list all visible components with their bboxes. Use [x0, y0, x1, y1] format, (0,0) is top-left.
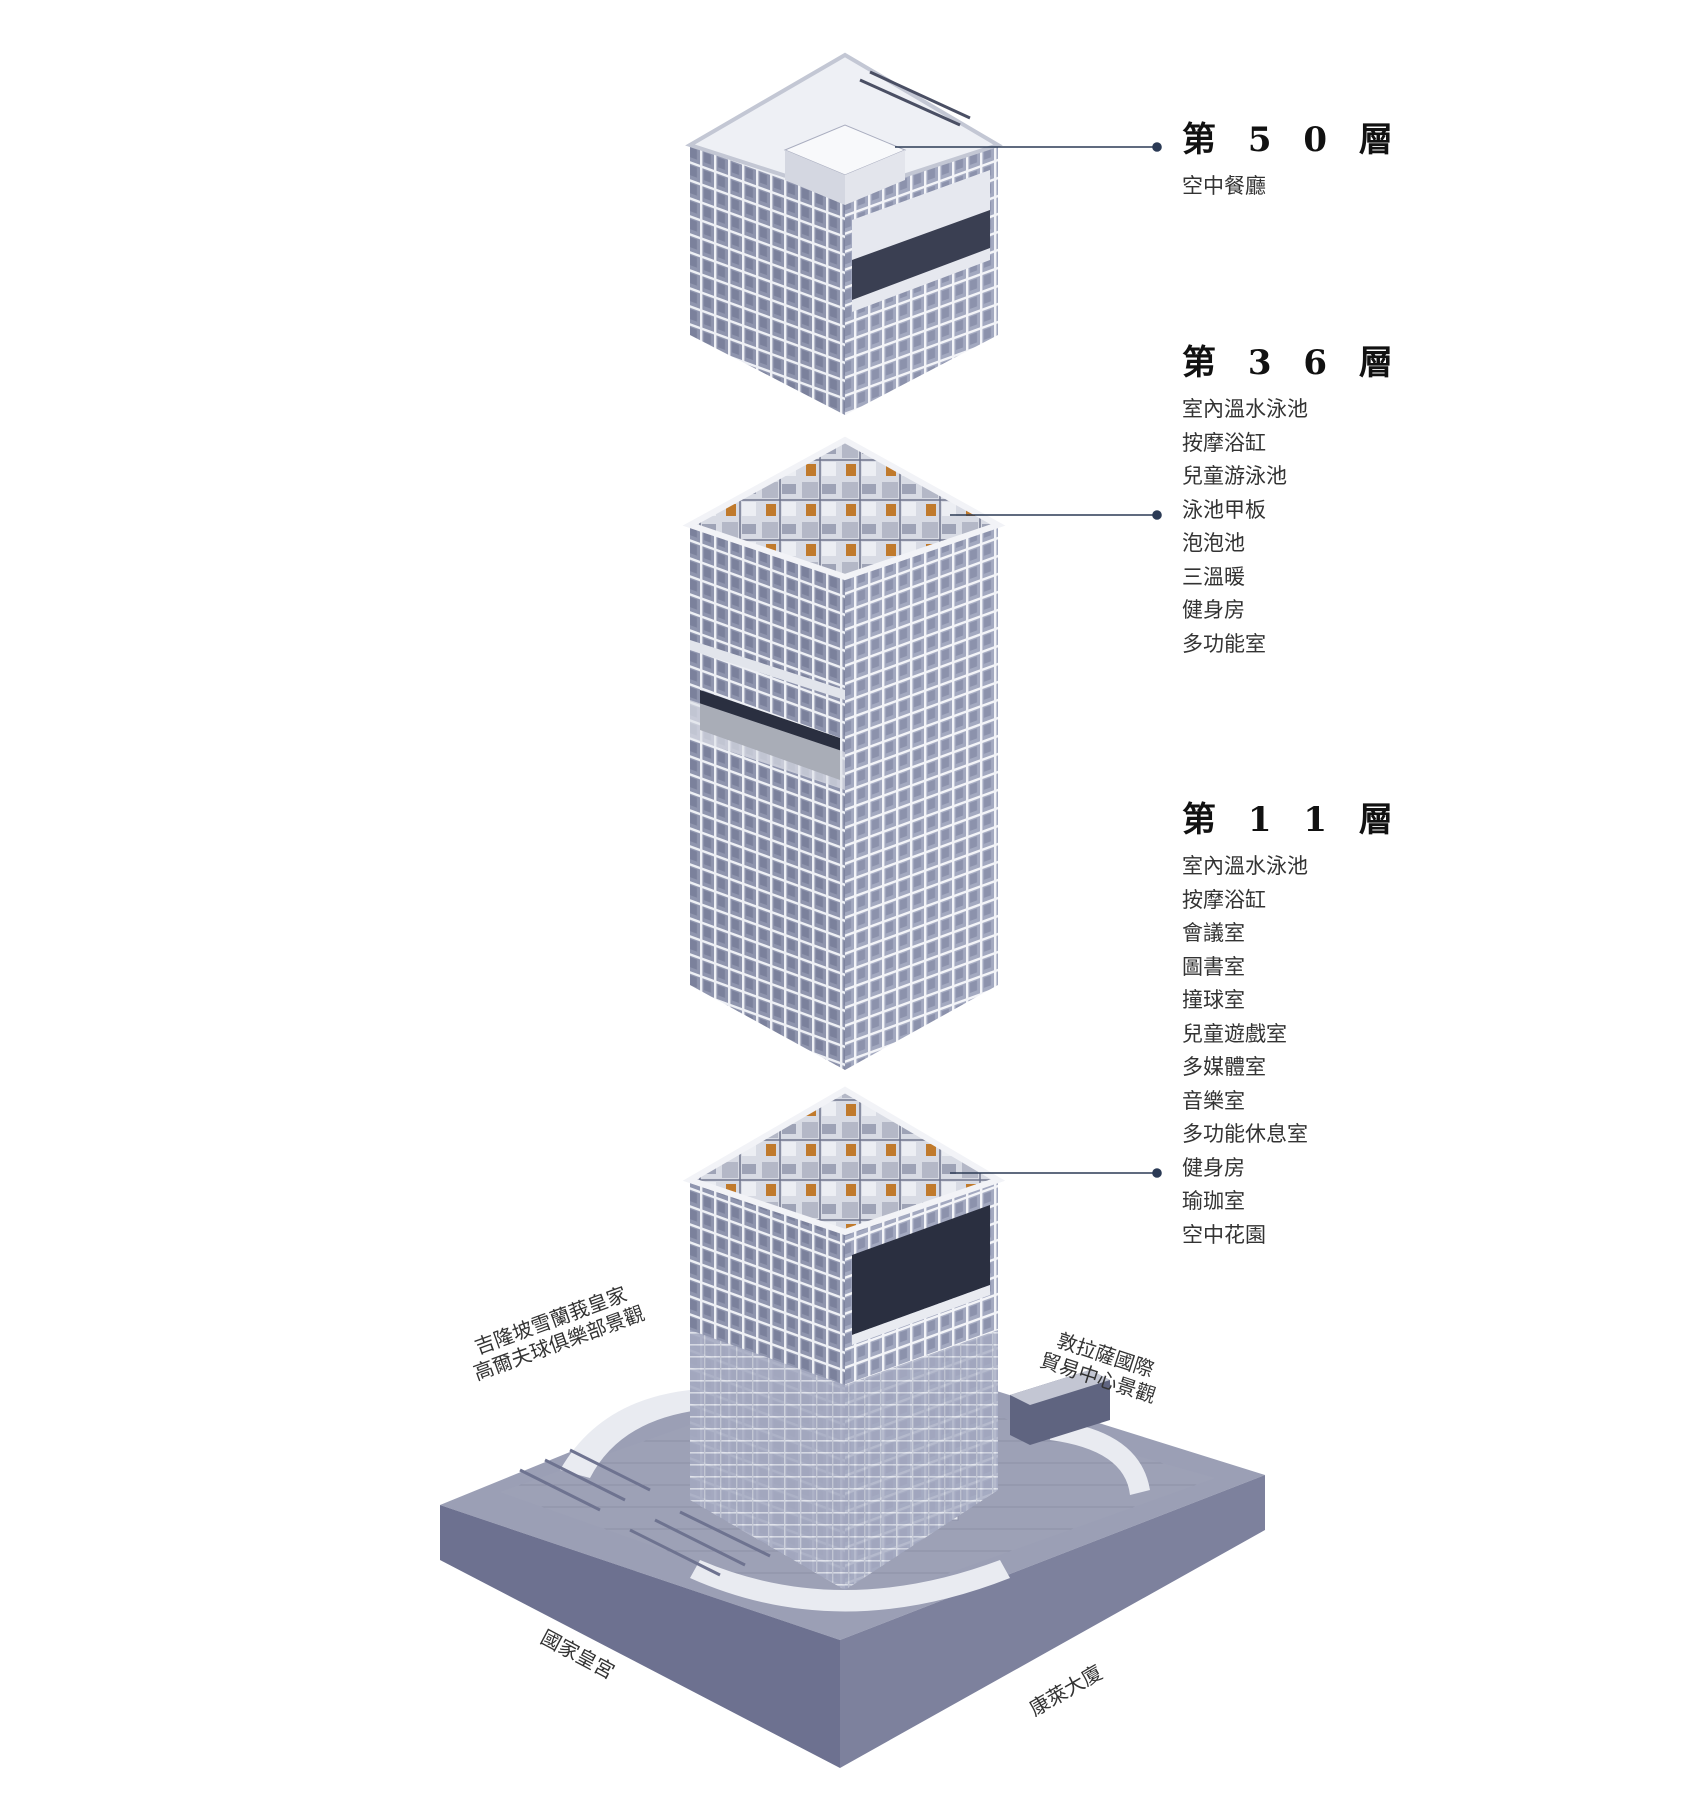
- floor-50-title: 第 5 0 層: [1182, 120, 1403, 160]
- rooftop-box-left: [785, 150, 845, 205]
- tower-middle-block: [682, 436, 1006, 1070]
- top-left-face: [690, 145, 845, 415]
- amenity-item: 撞球室: [1182, 988, 1245, 1012]
- amenity-item: 空中花園: [1182, 1222, 1266, 1247]
- amenity-item: 泡泡池: [1182, 531, 1245, 555]
- amenity-item: 兒童遊戲室: [1182, 1021, 1287, 1046]
- amenity-item: 瑜珈室: [1182, 1189, 1245, 1213]
- leader-dot-36: [1152, 510, 1162, 520]
- amenity-item: 健身房: [1182, 1155, 1245, 1180]
- sky-garden-void: [852, 1205, 990, 1335]
- driveway-front: [690, 1560, 1010, 1612]
- lower-glass-band-left: [690, 1330, 845, 1590]
- floor-11-rim: [682, 1086, 1006, 1236]
- floor-36-title: 第 3 6 層: [1182, 343, 1403, 383]
- amenity-item: 音樂室: [1182, 1088, 1245, 1113]
- leader-dot-11: [1152, 1168, 1162, 1178]
- floor-50-callout: 第 5 0 層 空中餐廳: [1182, 120, 1403, 204]
- floor-11-callout: 第 1 1 層 室內溫水泳池 按摩浴缸 會議室 圖書室 撞球室 兒童遊戲室 多媒…: [1182, 800, 1403, 1252]
- amenity-item: 空中餐廳: [1182, 174, 1266, 198]
- floor-36-plan: [690, 440, 998, 577]
- floor-50-amenities: 空中餐廳: [1182, 170, 1403, 204]
- amenity-item: 多功能室: [1182, 631, 1266, 656]
- sky-garden-slab: [852, 1285, 990, 1345]
- floor-36-amenities: 室內溫水泳池 按摩浴缸 兒童游泳池 泳池甲板 泡泡池 三溫暖 健身房 多功能室: [1182, 393, 1403, 661]
- parking-left: [519, 1448, 651, 1512]
- amenity-item: 多媒體室: [1182, 1055, 1266, 1079]
- leader-dot-50: [1152, 142, 1162, 152]
- floor-11-title: 第 1 1 層: [1182, 800, 1403, 840]
- leader-lines: [895, 142, 1162, 1178]
- amenity-item: 泳池甲板: [1182, 497, 1266, 522]
- driveway-right: [1050, 1420, 1150, 1495]
- floor-36-callout: 第 3 6 層 室內溫水泳池 按摩浴缸 兒童游泳池 泳池甲板 泡泡池 三溫暖 健…: [1182, 343, 1403, 661]
- parking-front: [629, 1510, 771, 1577]
- amenity-item: 按摩浴缸: [1182, 430, 1266, 455]
- pool-deck-slab-top: [690, 640, 845, 700]
- driveway-left: [560, 1390, 700, 1478]
- amenity-item: 室內溫水泳池: [1182, 397, 1308, 421]
- amenity-item: 按摩浴缸: [1182, 887, 1266, 912]
- site-plate-left-side: [440, 1505, 840, 1768]
- amenity-item: 會議室: [1182, 921, 1245, 945]
- lower-glass-band-right: [845, 1330, 998, 1590]
- rooftop-box-right: [845, 150, 905, 205]
- floor-11-plan: [690, 1090, 998, 1232]
- middle-right-face: [845, 525, 998, 1070]
- sky-restaurant-glass: [852, 210, 990, 300]
- middle-left-face: [690, 525, 845, 1070]
- amenity-item: 多功能休息室: [1182, 1122, 1308, 1146]
- floor-36-rim: [682, 436, 1006, 581]
- pool-deck-slab-bottom: [690, 700, 845, 790]
- amenity-item: 室內溫水泳池: [1182, 854, 1308, 878]
- site-plate-right-side: [840, 1475, 1265, 1768]
- amenity-item: 兒童游泳池: [1182, 464, 1287, 488]
- podium-right-roof: [1010, 1370, 1110, 1405]
- floor-11-amenities: 室內溫水泳池 按摩浴缸 會議室 圖書室 撞球室 兒童遊戲室 多媒體室 音樂室 多…: [1182, 850, 1403, 1252]
- amenity-item: 圖書室: [1182, 954, 1245, 979]
- amenity-item: 健身房: [1182, 598, 1245, 622]
- roof-louvers: [859, 70, 971, 127]
- tower-lower-block: [682, 1086, 1006, 1590]
- tower-top-block: [685, 52, 1003, 415]
- amenity-item: 三溫暖: [1182, 564, 1245, 589]
